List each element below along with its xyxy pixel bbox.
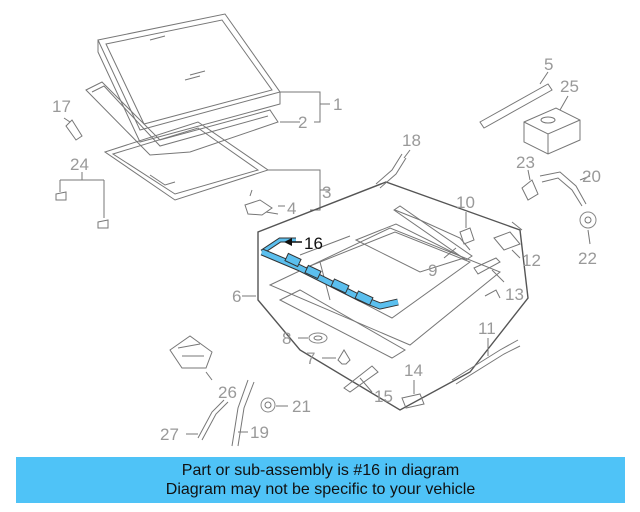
seal-part[interactable]: [85, 81, 279, 156]
callout-1: 1: [333, 95, 342, 114]
exploded-parts-diagram: 1 2 3 4 5 6 7 8 9 10 11 12 13 14 15 16 1…: [52, 13, 601, 447]
hose-19-part[interactable]: [231, 379, 255, 447]
callout-8: 8: [282, 329, 291, 348]
callout-12: 12: [522, 251, 541, 270]
callout-10: 10: [456, 193, 475, 212]
clip-23-part[interactable]: [521, 179, 539, 201]
callout-27: 27: [160, 425, 179, 444]
callout-13: 13: [505, 285, 524, 304]
hose-18-part[interactable]: [375, 153, 407, 189]
bracket-part[interactable]: [244, 189, 279, 216]
module-25-part[interactable]: [523, 107, 581, 155]
callout-19: 19: [250, 423, 269, 442]
callout-26: 26: [218, 383, 237, 402]
switch-14-part[interactable]: [401, 393, 425, 409]
callout-18: 18: [402, 131, 421, 150]
clip-24-part[interactable]: [55, 191, 109, 229]
banner-line-2: Diagram may not be specific to your vehi…: [165, 481, 476, 498]
callout-7: 7: [306, 349, 315, 368]
glass-panel-part[interactable]: [97, 13, 281, 143]
callout-22: 22: [578, 249, 597, 268]
rail-13-part[interactable]: [473, 257, 501, 275]
callout-15: 15: [374, 387, 393, 406]
callout-21: 21: [292, 397, 311, 416]
callout-11: 11: [478, 319, 496, 338]
callout-23: 23: [516, 153, 535, 172]
clip-17-part[interactable]: [65, 119, 83, 141]
callout-16-highlighted: 16: [304, 234, 323, 253]
callout-6: 6: [232, 287, 241, 306]
info-banner: Part or sub-assembly is #16 in diagram D…: [16, 457, 625, 503]
callout-4: 4: [287, 199, 296, 218]
grommet-8-part[interactable]: [308, 332, 328, 344]
callout-14: 14: [404, 361, 423, 380]
callout-17: 17: [52, 97, 71, 116]
banner-line-1: Part or sub-assembly is #16 in diagram: [181, 462, 460, 479]
callout-5: 5: [544, 55, 553, 74]
callout-2: 2: [298, 113, 307, 132]
cable-11-part[interactable]: [451, 339, 521, 385]
callout-25: 25: [560, 77, 579, 96]
callout-16-arrow-icon: [284, 238, 302, 246]
highlighted-cable-16-part[interactable]: [260, 237, 399, 310]
grommet-22-part[interactable]: [579, 211, 597, 229]
callout-20: 20: [582, 167, 601, 186]
hose-27-part[interactable]: [197, 399, 229, 441]
guide-rail-9-part[interactable]: [393, 205, 473, 261]
clip-10-part[interactable]: [459, 227, 475, 245]
lever-15-part[interactable]: [343, 365, 379, 393]
clip-7-part[interactable]: [337, 349, 351, 365]
motor-26-part[interactable]: [169, 335, 213, 369]
callout-9: 9: [428, 261, 437, 280]
bracket-12-part[interactable]: [493, 221, 523, 251]
rod-5-part[interactable]: [479, 83, 553, 129]
hose-20-part[interactable]: [539, 171, 587, 207]
housing-6-part[interactable]: [257, 181, 529, 411]
callout-3: 3: [322, 183, 331, 202]
grommet-21-part[interactable]: [260, 397, 276, 413]
callout-24: 24: [70, 155, 89, 174]
